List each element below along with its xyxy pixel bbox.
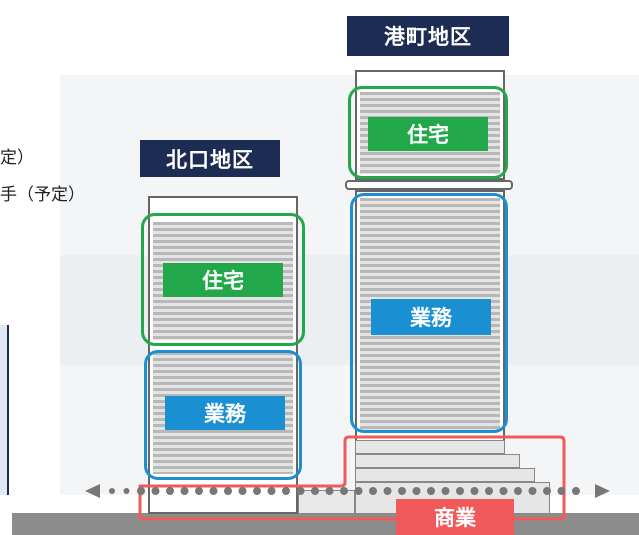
podium-step-1: [355, 440, 505, 454]
minatomachi-business-outline: [350, 193, 508, 433]
minatomachi-business-label: 業務: [371, 299, 491, 335]
left-arrow-icon: [85, 484, 100, 498]
podium-step-3: [355, 468, 535, 482]
podium-step-2: [355, 454, 520, 468]
deck-dot: [456, 487, 464, 495]
minatomachi-setback: [345, 180, 513, 190]
deck-dot: [499, 487, 508, 495]
deck-dot: [528, 487, 537, 495]
kitaguchi-business-outline: [144, 350, 302, 480]
deck-dot: [412, 487, 421, 495]
deck-dot: [151, 487, 160, 495]
deck-dot: [325, 487, 334, 495]
deck-dot: [340, 487, 348, 495]
commercial-label: 商業: [396, 499, 514, 535]
deck-dot: [123, 488, 130, 494]
deck-dot: [224, 487, 232, 495]
deck-dot: [572, 487, 580, 495]
deck-dot: [109, 488, 115, 494]
deck-dot: [427, 487, 435, 495]
deck-dot: [166, 487, 174, 495]
deck-dot: [383, 487, 392, 495]
left-text-line2: 手（予定）: [0, 185, 85, 205]
deck-dot: [209, 487, 218, 495]
deck-dot: [296, 487, 305, 495]
right-arrow-icon: [595, 484, 610, 498]
kitaguchi-title: 北口地区: [140, 140, 280, 177]
deck-dot: [441, 487, 450, 495]
deck-dot: [557, 487, 566, 495]
deck-dot: [398, 487, 406, 495]
deck-dot: [369, 487, 377, 495]
deck-dot: [195, 487, 203, 495]
minatomachi-residential-outline: [348, 86, 508, 179]
deck-dot: [267, 487, 276, 495]
kitaguchi-residential-label: 住宅: [163, 263, 283, 297]
deck-dot: [253, 487, 261, 495]
deck-dot: [180, 487, 189, 495]
kitaguchi-business-label: 業務: [165, 396, 285, 430]
deck-dot: [311, 487, 319, 495]
left-text-line1: 定）: [0, 148, 34, 168]
deck-dot: [238, 487, 247, 495]
deck-dot: [485, 487, 493, 495]
minatomachi-title: 港町地区: [347, 16, 509, 56]
left-edge-bar: [0, 325, 9, 495]
deck-dot: [514, 487, 522, 495]
deck-dot: [282, 487, 290, 495]
minatomachi-residential-label: 住宅: [368, 117, 488, 151]
deck-dot: [470, 487, 479, 495]
deck-dot: [354, 487, 363, 495]
deck-dot: [543, 487, 551, 495]
kitaguchi-residential-outline: [141, 213, 305, 346]
deck-dot: [137, 487, 145, 495]
